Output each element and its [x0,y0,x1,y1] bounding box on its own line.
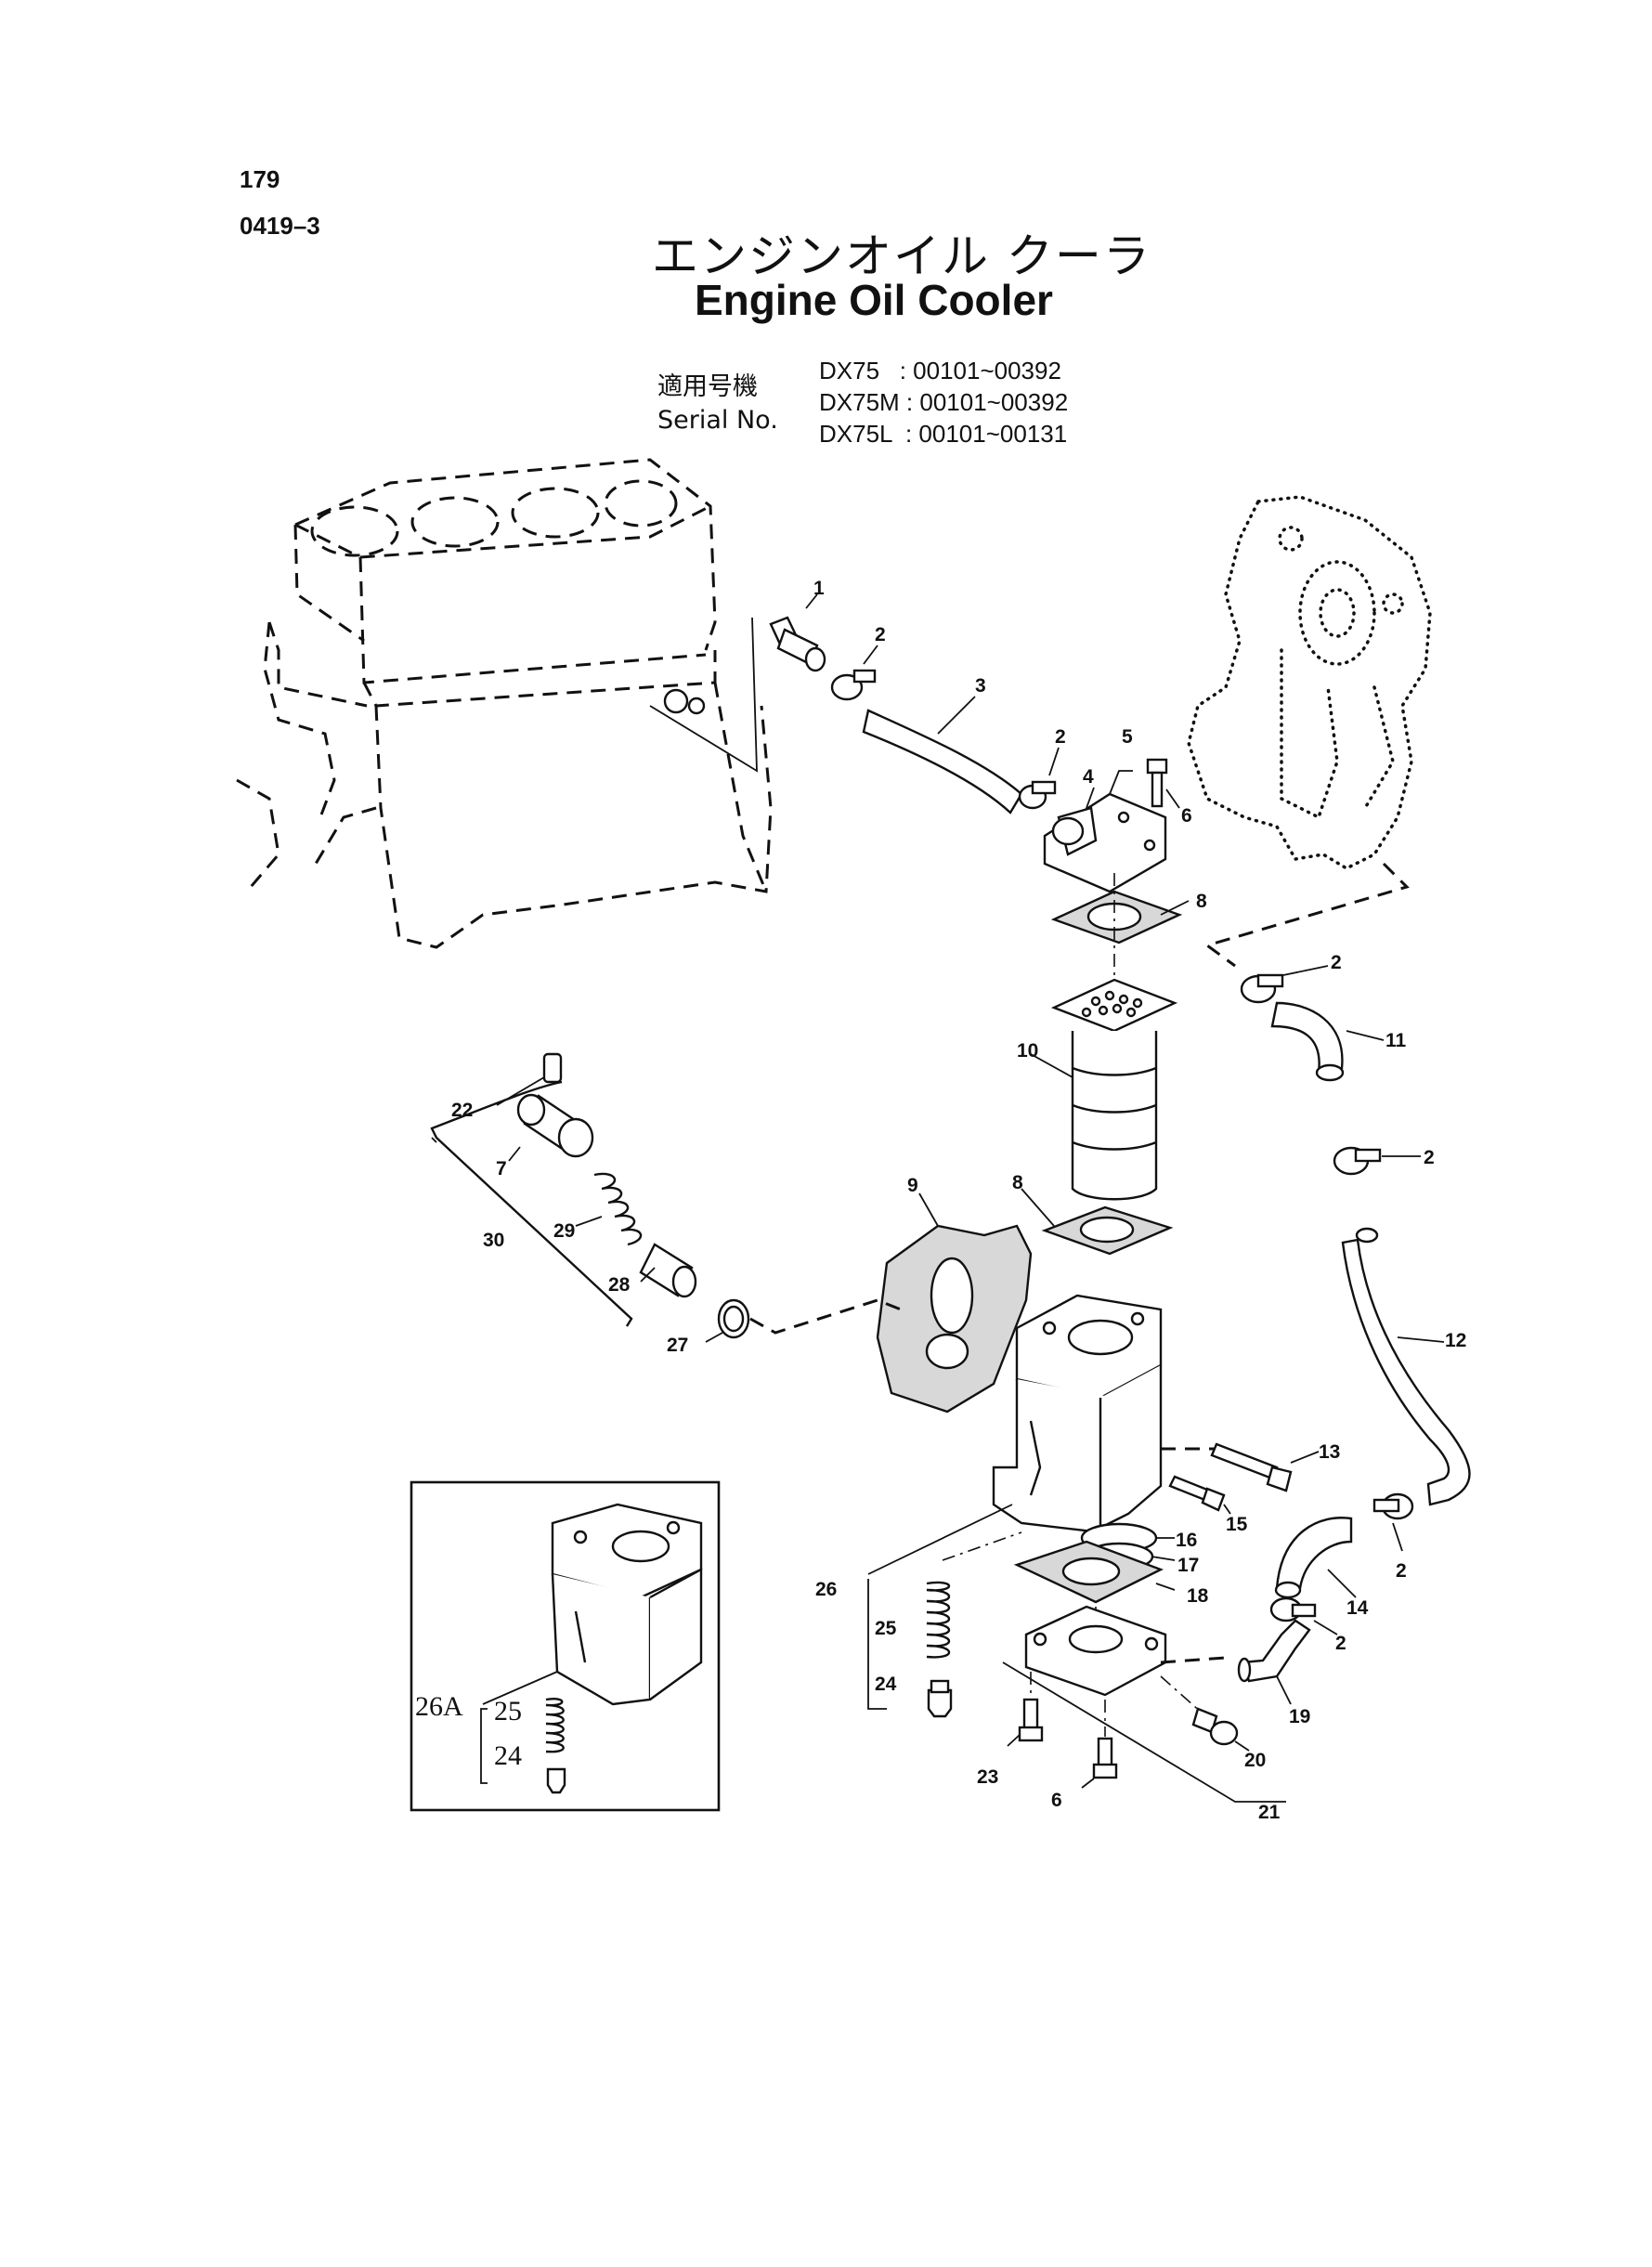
callout-25-inset: 25 [494,1696,522,1726]
callout-2: 2 [1335,1633,1346,1654]
callout-3: 3 [975,675,986,697]
parts-16-17-18 [1013,1522,1176,1635]
gasket-9 [876,1192,1033,1414]
part-26-housing [867,1294,1163,1575]
serial-label-en: Serial No. [657,406,778,435]
callout-26: 26 [815,1579,837,1600]
assembly-brackets [867,1579,1286,1803]
plug-20-elbow-19 [1160,1619,1311,1752]
callout-14: 14 [1346,1597,1369,1619]
callout-2: 2 [875,624,886,645]
callout-11: 11 [1385,1030,1407,1051]
callout-29: 29 [553,1220,575,1242]
serial-label-jp: 適用号機 [657,372,758,401]
part-1-fitting [769,593,826,672]
callout-30: 30 [483,1230,504,1251]
callout-1: 1 [813,578,825,599]
callout-2: 2 [1055,726,1066,748]
serial-list: DX75 : 00101~00392 DX75M : 00101~00392 D… [819,355,1068,449]
callout-13: 13 [1319,1441,1340,1463]
callout-12: 12 [1445,1330,1466,1351]
engine-block-outline [236,458,773,949]
title-english: Engine Oil Cooler [695,276,1053,324]
callout-2: 2 [1396,1560,1407,1582]
inset-26a [410,1480,721,1812]
callout-8: 8 [1012,1172,1023,1193]
callout-17: 17 [1177,1555,1199,1576]
callout-26a: 26A [415,1691,463,1722]
serial-row: DX75M : 00101~00392 [819,388,1069,416]
valve-assembly-30 [430,1052,902,1343]
title-japanese: エンジンオイル クーラ [652,229,1151,283]
callout-20: 20 [1244,1750,1266,1771]
callout-21: 21 [1258,1802,1281,1823]
callout-8: 8 [1196,891,1207,912]
page-number: 179 [240,165,280,193]
gear-case-outline [1187,495,1432,968]
callout-10: 10 [1017,1040,1038,1062]
callout-2: 2 [1424,1147,1435,1168]
serial-row: DX75 : 00101~00392 [819,357,1061,384]
serial-row: DX75L : 00101~00131 [819,420,1068,448]
callout-16: 16 [1176,1530,1197,1551]
callout-27: 27 [667,1335,688,1356]
callout-9: 9 [907,1175,918,1196]
callout-25: 25 [875,1618,897,1639]
bolts-23-6-lower [1007,1672,1118,1789]
callout-19: 19 [1289,1706,1310,1727]
part-10-cooler-element [1030,978,1178,1201]
section-code: 0419–3 [240,212,320,240]
callout-4: 4 [1083,766,1094,788]
callout-6: 6 [1181,805,1192,827]
callout-labels: 1 2 3 2 5 4 6 8 2 11 10 2 22 7 29 30 28 … [415,578,1466,1823]
callout-23: 23 [977,1766,998,1788]
callout-6: 6 [1051,1790,1062,1811]
callout-15: 15 [1226,1514,1248,1535]
part-21-plate [1024,1605,1227,1697]
callout-24: 24 [875,1674,897,1695]
bolts-13-15 [1161,1442,1320,1515]
cooler-core-holes [1081,990,1143,1018]
spring-25-plug-24 [926,1531,1022,1718]
callout-5: 5 [1122,726,1133,748]
callout-7: 7 [496,1158,507,1179]
callout-28: 28 [608,1274,631,1296]
clamp-and-hose-upper [830,645,1060,814]
callout-2: 2 [1331,952,1342,973]
gasket-8-lower [1021,1188,1174,1256]
gasket-8-upper [1050,873,1190,984]
part-5-cover [1043,758,1180,893]
callout-18: 18 [1187,1585,1209,1607]
return-hoses [1240,965,1471,1635]
callout-22: 22 [451,1100,473,1121]
callout-24-inset: 24 [494,1740,522,1771]
